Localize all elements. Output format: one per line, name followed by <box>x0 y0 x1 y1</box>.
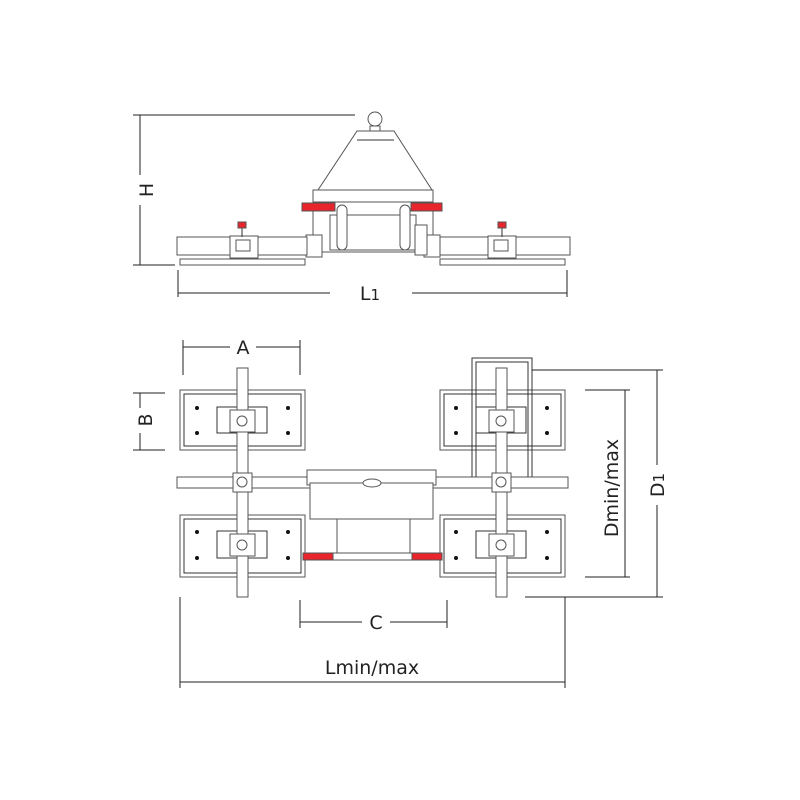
center-frame <box>312 189 434 203</box>
dimension-l1-label: L1 <box>360 283 380 305</box>
pad-left <box>179 258 306 266</box>
dimension-d1: D1 <box>525 369 669 598</box>
dimension-a: A <box>182 337 301 375</box>
handle-left <box>301 202 336 212</box>
handle-bar-left <box>302 552 334 561</box>
dimension-h: H <box>133 114 355 266</box>
dimension-c: C <box>299 600 448 634</box>
dimension-dminmax-label: Dmin/max <box>601 439 623 537</box>
valve-right <box>497 221 507 229</box>
dimension-lminmax: Lmin/max <box>179 597 566 688</box>
dimension-l1: L1 <box>177 270 568 305</box>
dimension-dminmax: Dmin/max <box>585 389 630 578</box>
side-view: H <box>133 111 571 305</box>
dimension-h-label: H <box>136 183 158 197</box>
dimension-b-label: B <box>135 413 157 426</box>
top-view: A B C Lmin/max Dmi <box>133 337 669 688</box>
handle-bar-right <box>411 552 443 561</box>
pad-right <box>439 258 566 266</box>
dimension-c-label: C <box>369 612 382 634</box>
center-unit <box>302 469 443 561</box>
handle-right <box>410 202 443 212</box>
dimension-d1-label: D1 <box>647 473 669 497</box>
dimension-a-label: A <box>237 337 250 359</box>
dimension-lminmax-label: Lmin/max <box>325 657 419 679</box>
dimension-b: B <box>133 392 165 451</box>
valve-left <box>237 221 247 229</box>
lifting-eye <box>367 111 383 127</box>
